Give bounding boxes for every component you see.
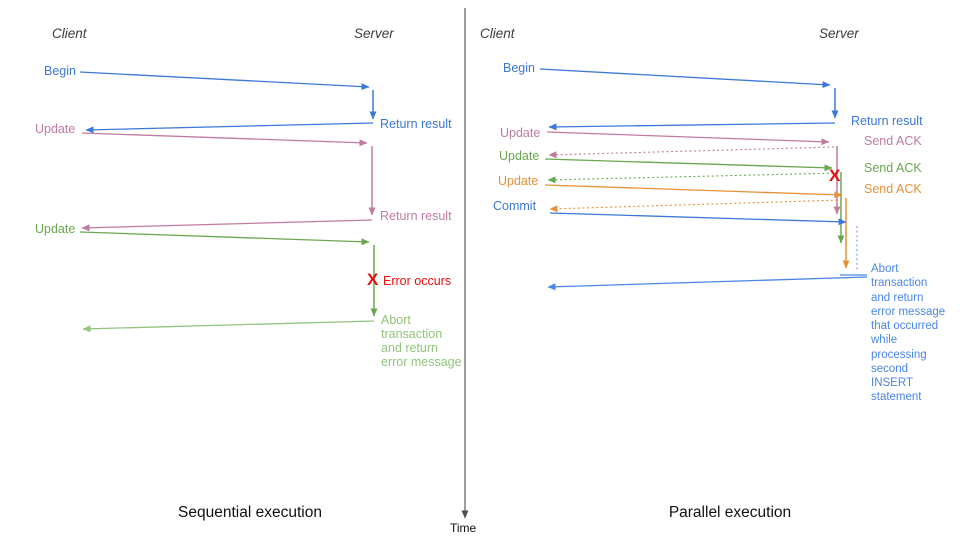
seq-abort-return-arrow bbox=[82, 320, 375, 333]
seq-update-1-label: Update bbox=[35, 122, 76, 136]
par-client-header: Client bbox=[480, 26, 515, 41]
par-update-3-request-arrow bbox=[544, 184, 843, 199]
par-commit-request-arrow bbox=[549, 212, 847, 226]
seq-client-header: Client bbox=[52, 26, 87, 41]
seq-return-result-1-label: Return result bbox=[380, 117, 452, 131]
par-begin-label: Begin bbox=[503, 61, 535, 75]
par-update-1-request-arrow bbox=[546, 131, 830, 146]
par-send-ack-3-label: Send ACK bbox=[864, 182, 922, 196]
seq-error-x-mark: X bbox=[367, 270, 379, 289]
seq-return-result-2-arrow bbox=[81, 219, 373, 232]
par-abort-return-arrow bbox=[547, 276, 868, 291]
seq-title: Sequential execution bbox=[178, 504, 322, 521]
par-return-result-label: Return result bbox=[851, 114, 923, 128]
par-update-2-request-arrow bbox=[544, 158, 833, 172]
seq-begin-label: Begin bbox=[44, 64, 76, 78]
par-abort-message: Abort transaction and return error messa… bbox=[871, 263, 946, 404]
par-send-ack-3-dotted-arrow bbox=[549, 199, 843, 213]
par-server-header: Server bbox=[819, 26, 859, 41]
par-send-ack-2-label: Send ACK bbox=[864, 161, 922, 175]
par-title: Parallel execution bbox=[668, 504, 792, 521]
seq-return-result-1-arrow bbox=[85, 122, 374, 134]
time-axis-label: Time bbox=[450, 521, 477, 535]
par-update-3-label: Update bbox=[498, 174, 539, 188]
seq-server-header: Server bbox=[354, 26, 394, 41]
par-error-x-mark: X bbox=[829, 166, 841, 185]
seq-update-2-label: Update bbox=[35, 222, 76, 236]
seq-update-1-request-arrow bbox=[81, 132, 368, 147]
par-send-ack-2-dotted-arrow bbox=[547, 172, 839, 184]
par-return-result-arrow bbox=[548, 122, 836, 131]
par-update-1-label: Update bbox=[500, 126, 541, 140]
par-send-ack-1-label: Send ACK bbox=[864, 134, 922, 148]
par-commit-label: Commit bbox=[493, 199, 537, 213]
seq-begin-request-arrow bbox=[79, 71, 370, 91]
seq-return-result-2-label: Return result bbox=[380, 209, 452, 223]
par-update-2-label: Update bbox=[499, 149, 540, 163]
seq-update-2-request-arrow bbox=[79, 231, 370, 246]
seq-error-occurs-label: Error occurs bbox=[383, 274, 452, 288]
seq-abort-message: Abort transaction and return error messa… bbox=[381, 313, 462, 369]
par-begin-request-arrow bbox=[539, 68, 831, 89]
par-send-ack-1-dotted-arrow bbox=[548, 146, 835, 159]
